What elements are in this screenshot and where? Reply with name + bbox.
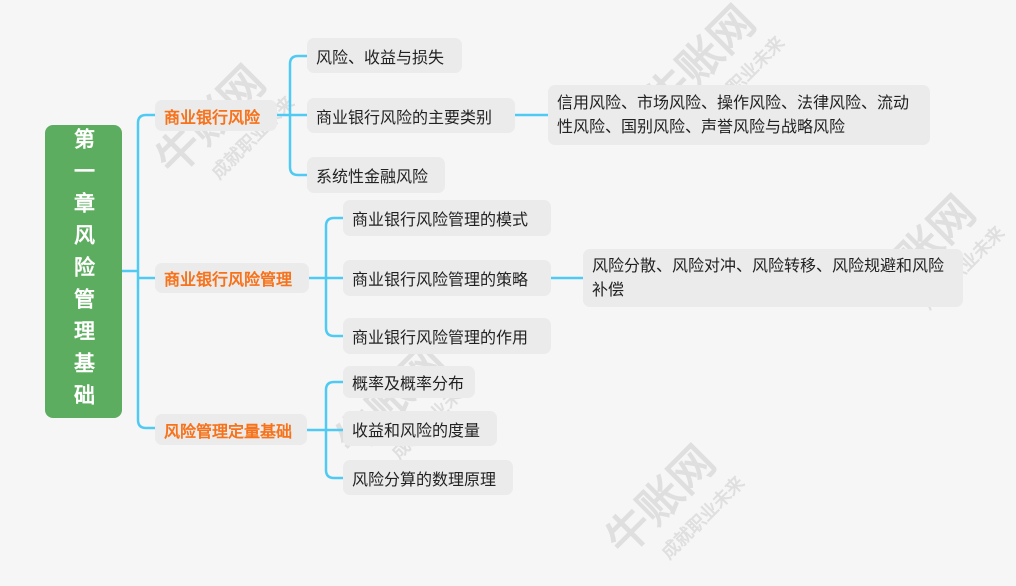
root-node[interactable]: 第一章风险管理基础	[45, 125, 122, 418]
root-title: 第一章风险管理基础	[71, 127, 96, 416]
connector-branch-3	[305, 380, 345, 480]
topic-node[interactable]: 概率及概率分布	[343, 366, 475, 398]
topic-node[interactable]: 收益和风险的度量	[343, 411, 497, 446]
topic-node[interactable]: 商业银行风险的主要类别	[307, 98, 515, 133]
detail-node[interactable]: 信用风险、市场风险、操作风险、法律风险、流动性风险、国别风险、声誉风险与战略风险	[548, 85, 930, 145]
branch-quantitative-basis[interactable]: 风险管理定量基础	[155, 414, 307, 445]
topic-node[interactable]: 风险、收益与损失	[307, 38, 462, 73]
detail-node[interactable]: 风险分散、风险对冲、风险转移、风险规避和风险补偿	[583, 249, 963, 307]
connector-root	[120, 113, 157, 430]
topic-node[interactable]: 商业银行风险管理的作用	[343, 318, 551, 354]
topic-node[interactable]: 风险分算的数理原理	[343, 460, 513, 495]
connector-branch-1	[275, 54, 550, 177]
connector-branch-2	[307, 216, 585, 338]
topic-node[interactable]: 系统性金融风险	[307, 157, 445, 193]
branch-risk-management[interactable]: 商业银行风险管理	[155, 263, 309, 293]
topic-node[interactable]: 商业银行风险管理的模式	[343, 200, 551, 236]
connectors	[120, 54, 585, 480]
branch-commercial-bank-risk[interactable]: 商业银行风险	[155, 100, 277, 131]
topic-node[interactable]: 商业银行风险管理的策略	[343, 260, 551, 296]
